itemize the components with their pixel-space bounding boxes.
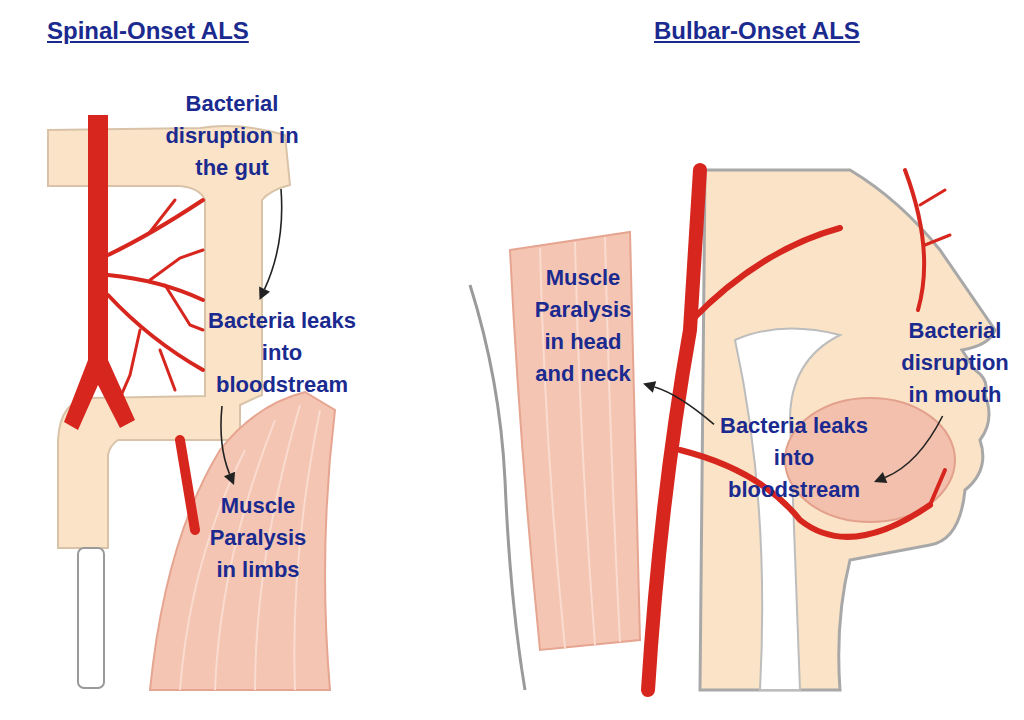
- artery: [930, 470, 945, 505]
- vessel: [120, 330, 140, 398]
- vessel: [165, 285, 203, 330]
- text-node: Bacteria leaks into bloodstream: [207, 305, 357, 401]
- neck-muscle: [510, 232, 640, 650]
- bone: [78, 548, 104, 688]
- artery: [925, 235, 950, 245]
- vessel: [150, 200, 175, 232]
- vessel: [160, 350, 175, 390]
- flow-arrow: [885, 416, 942, 477]
- artery: [905, 170, 924, 310]
- node-text: Bacterial disruption in mouth: [893, 315, 1017, 411]
- node-text: Muscle Paralysis in limbs: [198, 490, 318, 586]
- arrow-head: [643, 381, 656, 393]
- aorta: [64, 115, 135, 430]
- text-node: Muscle Paralysis in limbs: [198, 490, 318, 586]
- node-text: Bacteria leaks into bloodstream: [719, 410, 869, 506]
- artery: [920, 190, 945, 205]
- text-node: Muscle Paralysis in head and neck: [528, 262, 638, 390]
- arrow-head: [874, 472, 887, 483]
- vessel: [108, 200, 203, 255]
- flow-arrow: [655, 387, 714, 424]
- node-text: Muscle Paralysis in head and neck: [528, 262, 638, 390]
- vessel: [108, 295, 203, 370]
- node-text: Bacteria leaks into bloodstream: [207, 305, 357, 401]
- muscle-fibres: [180, 405, 320, 690]
- text-node: Bacterial disruption in the gut: [162, 88, 302, 184]
- text-node: Bacterial disruption in mouth: [893, 315, 1017, 411]
- leg-vessel: [180, 440, 195, 530]
- flow-arrow: [265, 189, 282, 289]
- arrow-head: [259, 287, 270, 300]
- vessel: [150, 250, 203, 280]
- carotid-artery: [648, 170, 700, 690]
- node-text: Bacterial disruption in the gut: [162, 88, 302, 184]
- flow-arrow: [221, 406, 230, 474]
- panel-heading: Spinal-Onset ALS: [47, 16, 249, 46]
- vessel: [108, 275, 203, 300]
- panel-heading: Bulbar-Onset ALS: [654, 16, 860, 46]
- head-profile: [700, 170, 995, 690]
- leg-muscle: [150, 392, 335, 690]
- arrow-head: [224, 472, 235, 485]
- text-node: Bacteria leaks into bloodstream: [719, 410, 869, 506]
- head-arteries: [648, 170, 950, 690]
- mesenteric-vessels: [108, 200, 203, 398]
- artery: [692, 228, 840, 320]
